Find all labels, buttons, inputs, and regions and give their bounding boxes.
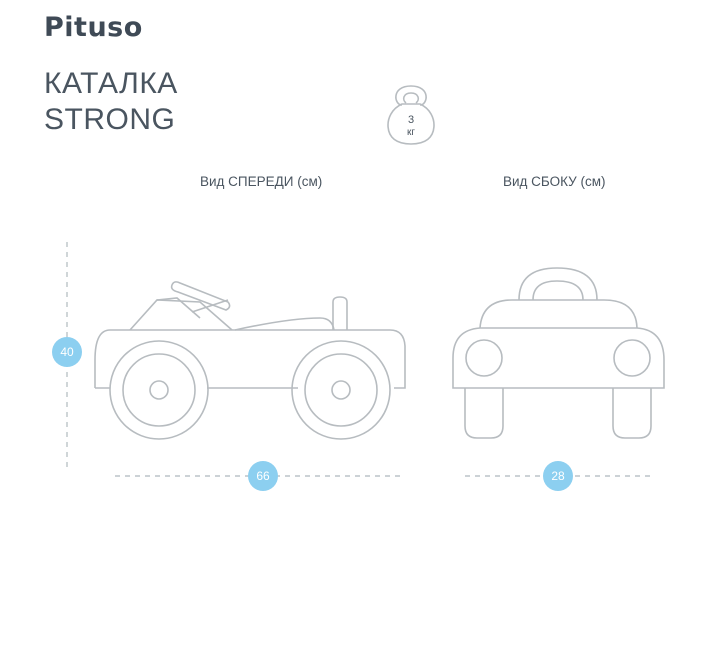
car-rear-wheel-inner	[122, 353, 196, 427]
car-front-wheel-hub	[331, 380, 351, 400]
product-title-line1: КАТАЛКА	[44, 67, 178, 100]
side-headlight-left	[465, 339, 503, 377]
width-badge: 28	[543, 461, 573, 491]
product-title-line2: STRONG	[44, 103, 176, 136]
car-steering-wheel	[170, 281, 231, 311]
side-steering-wheel-inner	[532, 280, 584, 301]
side-main-body	[452, 327, 665, 389]
weight-value: 3	[407, 114, 415, 126]
side-wheel-left	[464, 388, 504, 439]
weight-unit: кг	[406, 127, 416, 138]
car-rear-wheel-hub	[149, 380, 169, 400]
side-headlight-right	[613, 339, 651, 377]
car-seat-back	[332, 296, 348, 330]
car-steering-column	[191, 299, 229, 313]
side-view-label: Вид СБОКУ (см)	[503, 174, 606, 189]
car-front-wheel-outer	[291, 340, 391, 440]
kettlebell-icon	[387, 85, 435, 145]
car-seat	[234, 317, 335, 331]
car-body-outline	[94, 329, 406, 389]
car-hood	[129, 299, 233, 331]
front-view-label: Вид СПЕРЕДИ (см)	[200, 174, 323, 189]
side-steering-wheel-outer	[518, 267, 598, 301]
height-badge: 40	[52, 337, 82, 367]
length-badge: 66	[248, 461, 278, 491]
brand-logo: Pituso	[44, 12, 143, 43]
side-wheel-right	[612, 388, 652, 439]
side-upper-body	[479, 299, 638, 329]
car-rear-wheel-outer	[109, 340, 209, 440]
car-front-wheel-inner	[304, 353, 378, 427]
